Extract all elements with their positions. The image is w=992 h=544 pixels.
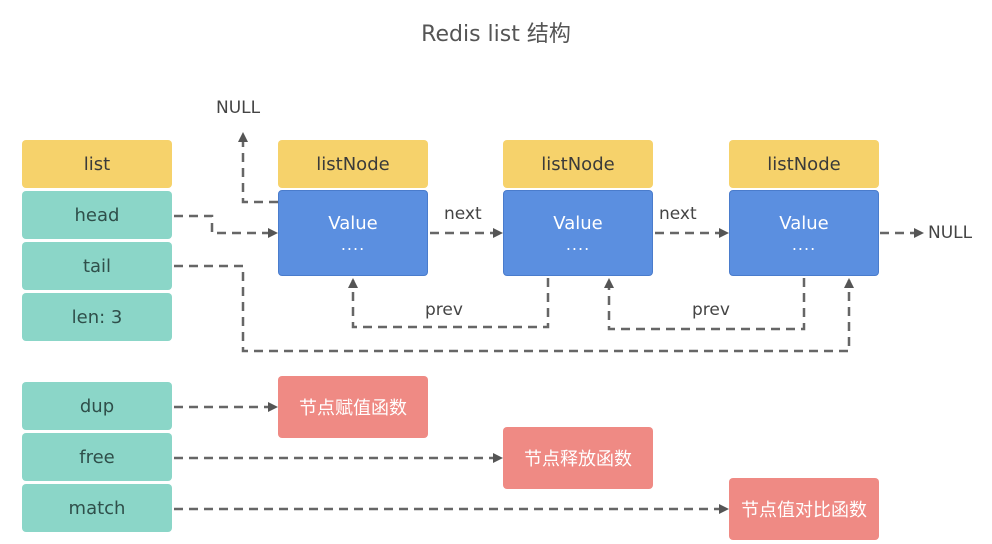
list-field-len: len: 3: [22, 293, 172, 341]
func-target-free: 节点释放函数: [503, 427, 653, 489]
next-label-2: next: [659, 204, 697, 224]
func-field-dup: dup: [22, 382, 172, 430]
head-pointer-arrow: [174, 214, 278, 238]
node-2-value: Value: [553, 213, 603, 234]
node-3-body: Value ....: [729, 190, 879, 276]
node-1-dots: ....: [340, 235, 366, 254]
func-field-match: match: [22, 484, 172, 532]
node-3-value: Value: [779, 213, 829, 234]
node-2-body: Value ....: [503, 190, 653, 276]
node-1-body: Value ....: [278, 190, 428, 276]
prev-arrow-1: [348, 278, 550, 329]
list-field-tail: tail: [22, 242, 172, 290]
null-top-label: NULL: [216, 98, 261, 118]
tail-pointer-arrow: [174, 264, 854, 353]
node-3-dots: ....: [791, 235, 817, 254]
func-target-match: 节点值对比函数: [729, 478, 879, 540]
node-2-header: listNode: [503, 140, 653, 188]
prev-label-1: prev: [425, 300, 463, 320]
node-2-dots: ....: [565, 235, 591, 254]
node1-prev-null-arrow: [238, 132, 278, 204]
list-header: list: [22, 140, 172, 188]
node-3-header: listNode: [729, 140, 879, 188]
func-target-dup: 节点赋值函数: [278, 376, 428, 438]
null-right-label: NULL: [928, 223, 973, 243]
func-field-free: free: [22, 433, 172, 481]
node-1-value: Value: [328, 213, 378, 234]
diagram-title: Redis list 结构: [421, 22, 571, 47]
prev-arrow-2: [604, 278, 806, 331]
node-1-header: listNode: [278, 140, 428, 188]
list-field-head: head: [22, 191, 172, 239]
prev-label-2: prev: [692, 300, 730, 320]
next-label-1: next: [444, 204, 482, 224]
